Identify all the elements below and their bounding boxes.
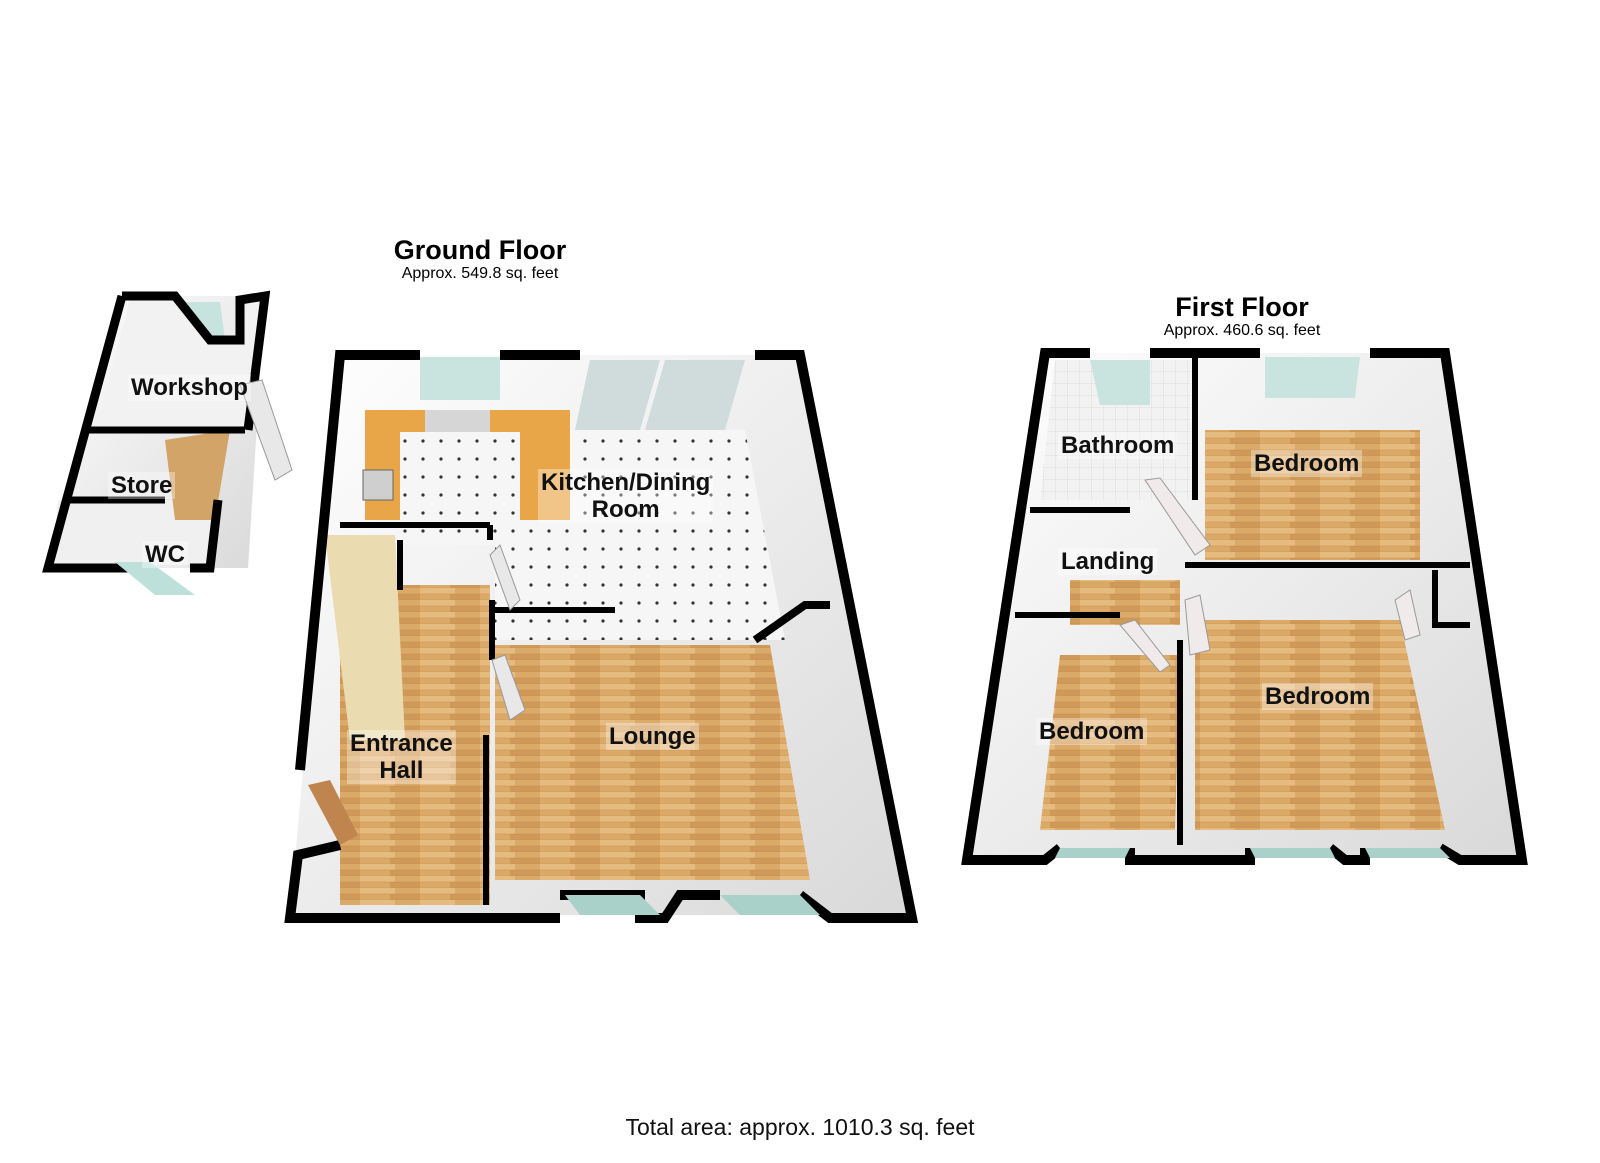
room-label-bedroom-left: Bedroom — [1036, 718, 1148, 745]
room-label-lounge: Lounge — [606, 723, 699, 750]
room-label-wc: WC — [142, 541, 188, 568]
entrance-label-line2: Hall — [379, 757, 424, 784]
outbuilding — [42, 290, 293, 595]
first-floor-heading: First Floor — [1175, 292, 1309, 322]
ground-floor-heading: Ground Floor — [393, 235, 567, 265]
room-label-workshop: Workshop — [128, 374, 251, 401]
room-label-entrance-hall: Entrance Hall — [347, 730, 456, 784]
ground-floor-title: Ground Floor Approx. 549.8 sq. feet — [330, 235, 630, 283]
room-label-landing: Landing — [1058, 548, 1158, 575]
ground-floor-plan — [284, 350, 919, 923]
room-label-bedroom-top: Bedroom — [1251, 450, 1363, 477]
room-label-kitchen-dining: Kitchen/Dining Room — [538, 469, 714, 523]
ground-floor-area: Approx. 549.8 sq. feet — [401, 265, 559, 282]
room-label-bedroom-right: Bedroom — [1262, 683, 1374, 710]
kitchen-label-line2: Room — [591, 496, 660, 523]
kitchen-label-line1: Kitchen/Dining — [541, 469, 711, 496]
first-floor-area: Approx. 460.6 sq. feet — [1163, 322, 1321, 339]
room-label-store: Store — [108, 472, 176, 499]
entrance-label-line1: Entrance — [350, 730, 453, 757]
first-floor-plan — [961, 348, 1528, 865]
total-area: Total area: approx. 1010.3 sq. feet — [625, 1114, 975, 1140]
first-floor-title: First Floor Approx. 460.6 sq. feet — [1092, 292, 1392, 340]
room-label-bathroom: Bathroom — [1058, 432, 1178, 459]
